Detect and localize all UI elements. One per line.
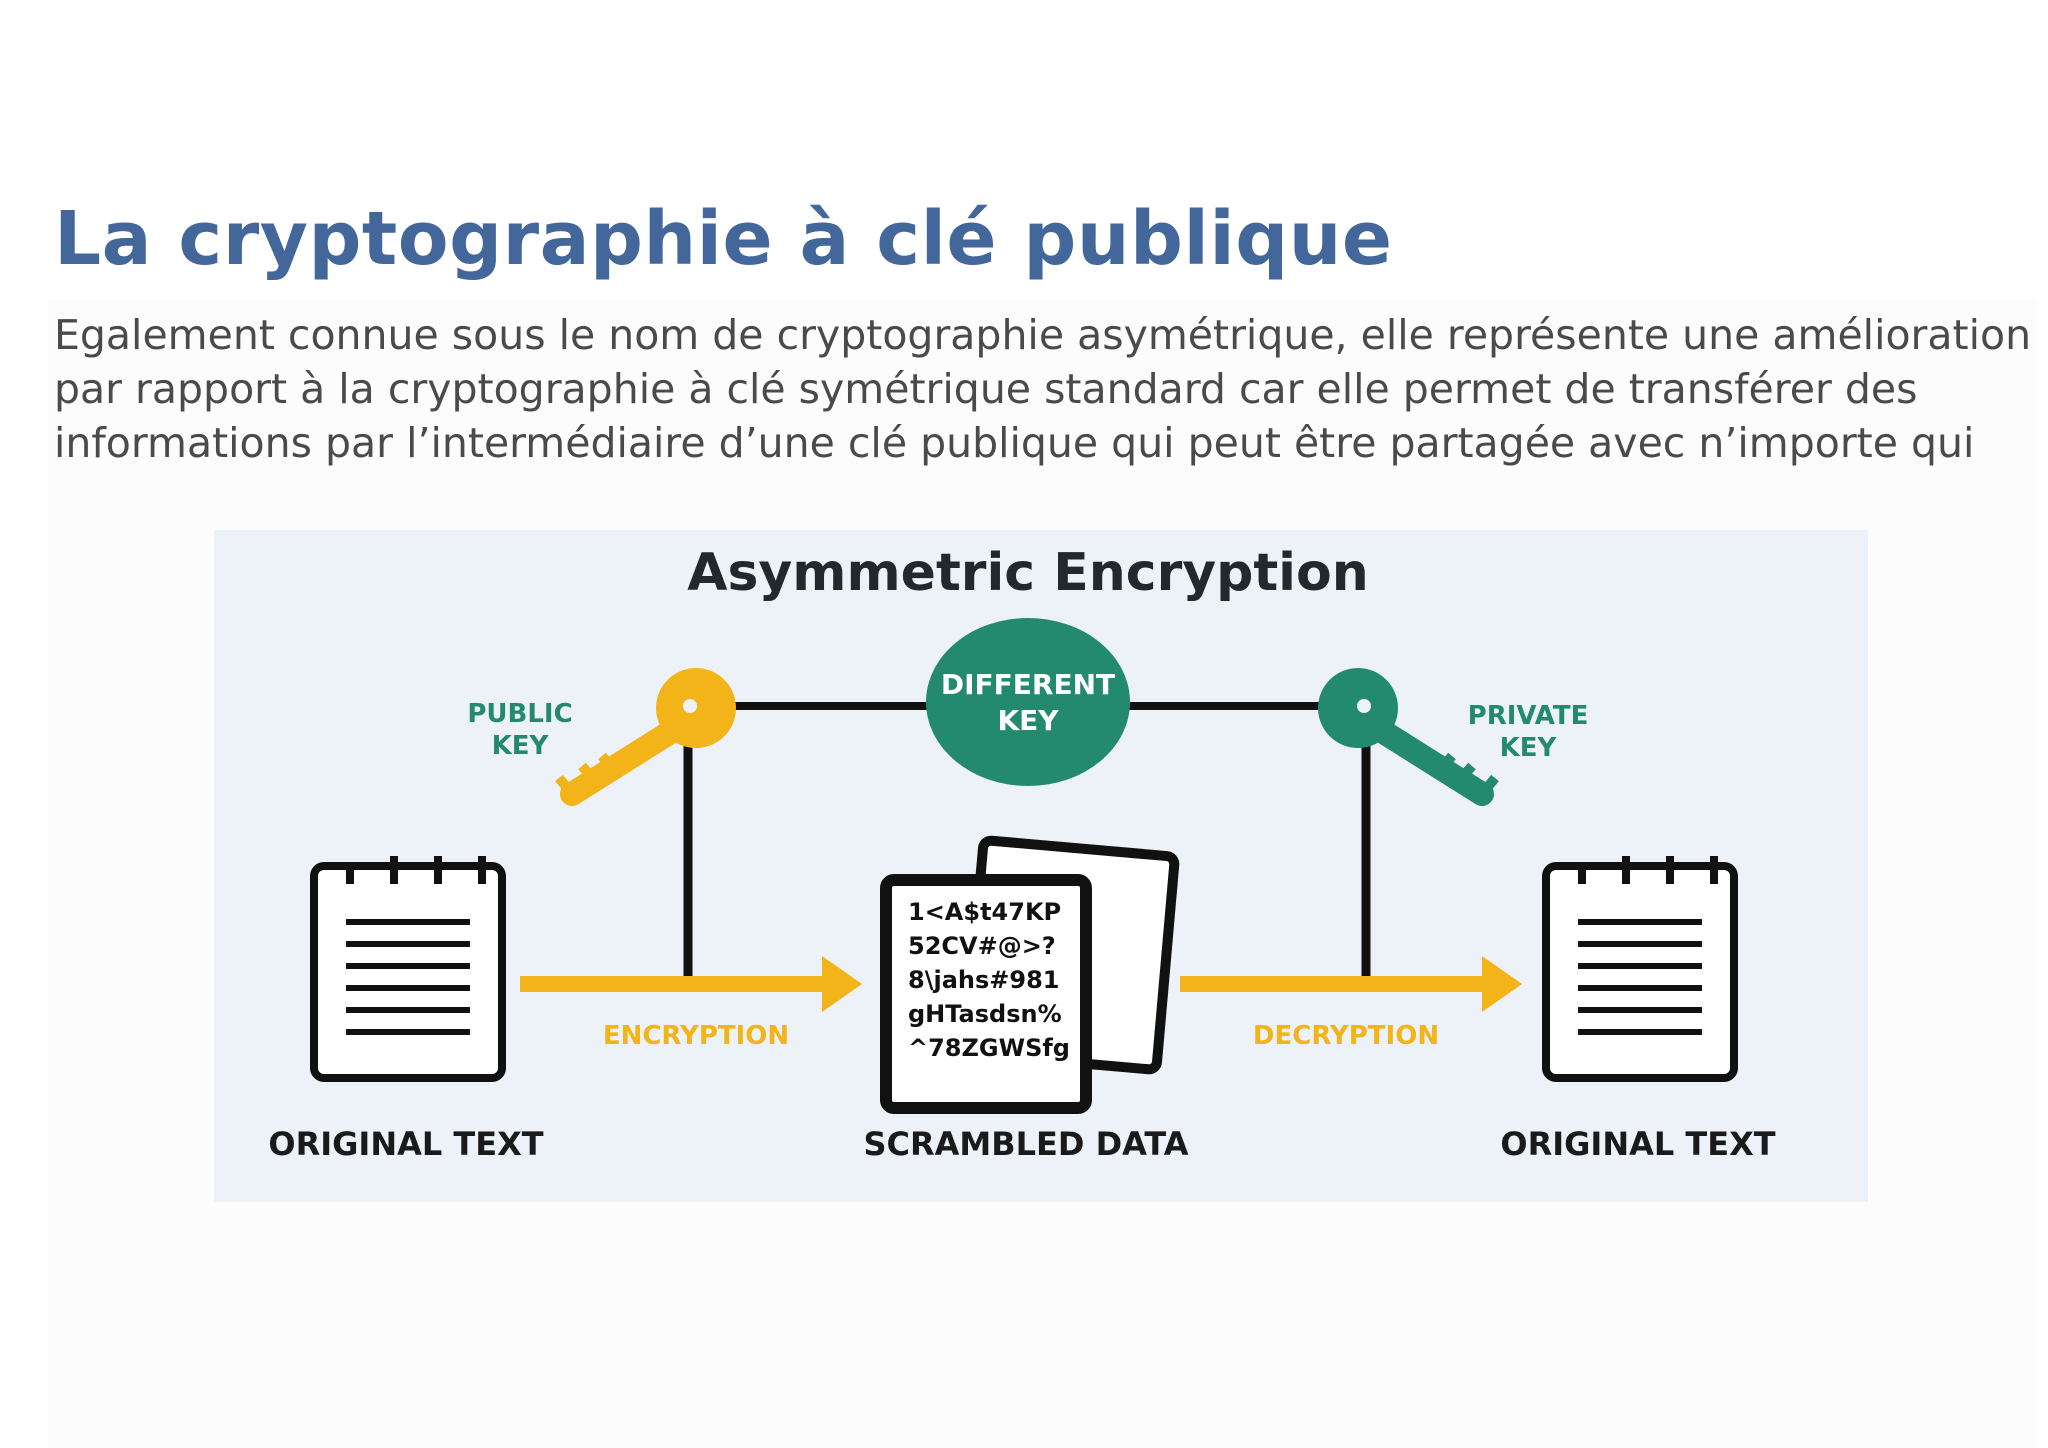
encryption-arrow [520,956,862,1012]
scrambled-line-2: 52CV#@>? [908,932,1056,960]
diagram-title: Asymmetric Encryption [687,543,1369,603]
private-key-label-line1: PRIVATE [1468,701,1589,731]
scrambled-line-5: ^78ZGWSfg [908,1034,1070,1062]
public-key-label-line2: KEY [492,731,550,761]
scrambled-line-4: gHTasdsn% [908,1000,1062,1028]
decryption-arrow [1180,956,1522,1012]
asymmetric-encryption-diagram: Asymmetric Encryption DIFFERENT KEY PUBL… [214,530,1868,1202]
slide-title: La cryptographie à clé publique [54,196,1393,282]
encryption-label: ENCRYPTION [603,1021,789,1051]
different-key-circle [926,618,1130,786]
body-line-1: Egalement connue sous le nom de cryptogr… [54,311,2032,359]
original-text-document-icon-left [310,856,506,1082]
private-key-label-line2: KEY [1500,733,1558,763]
decryption-label: DECRYPTION [1253,1021,1439,1051]
scrambled-data-document-icon [880,835,1180,1114]
public-key-label-line1: PUBLIC [467,699,572,729]
scrambled-data-label: SCRAMBLED DATA [863,1125,1188,1163]
scrambled-line-1: 1<A$t47KP [908,898,1061,926]
original-text-label-right: ORIGINAL TEXT [1500,1125,1775,1163]
private-key-icon [1318,668,1499,806]
original-text-label-left: ORIGINAL TEXT [268,1125,543,1163]
different-key-label-line2: KEY [997,704,1059,737]
original-text-document-icon-right [1542,856,1738,1082]
body-line-3: informations par l’intermédiaire d’une c… [54,419,1975,467]
scrambled-line-3: 8\jahs#981 [908,966,1059,994]
body-line-2: par rapport à la cryptographie à clé sym… [54,365,1918,413]
public-key-icon [555,668,736,806]
different-key-label-line1: DIFFERENT [941,668,1115,701]
slide-body: Egalement connue sous le nom de cryptogr… [54,308,2032,470]
